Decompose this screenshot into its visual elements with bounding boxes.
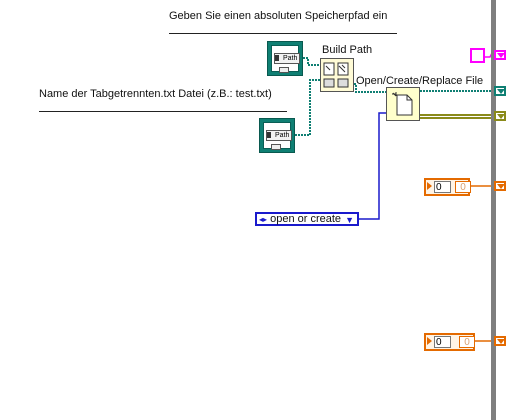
dateiname-rule (39, 111, 287, 112)
chevron-down-icon (497, 53, 505, 58)
open-mode-enum[interactable]: ◂▸ open or create ▼ (255, 212, 359, 226)
numeric-value[interactable]: 0 (434, 336, 451, 348)
speicherpfad-label: Geben Sie einen absoluten Speicherpfad e… (169, 10, 388, 22)
build-path-label: Build Path (322, 44, 373, 56)
tunnel-numeric-2[interactable] (494, 336, 506, 346)
path-control-1[interactable]: Path (267, 41, 303, 76)
enum-increment-icon[interactable]: ◂▸ (259, 215, 268, 224)
tunnel-refnum[interactable] (494, 111, 506, 121)
numeric-value[interactable]: 0 (434, 181, 451, 193)
document-icon (275, 55, 279, 61)
increment-arrow-icon[interactable] (427, 182, 432, 190)
document-icon (267, 132, 271, 138)
numeric-control-2[interactable]: 0 0 (424, 333, 475, 351)
wire-path2-to-buildpath (295, 79, 320, 136)
numeric-control-1[interactable]: 0 0 (424, 178, 471, 196)
chevron-down-icon (497, 184, 505, 189)
file-icon (392, 92, 413, 116)
path-control-2[interactable]: Path (259, 118, 295, 153)
path-wires (295, 57, 493, 136)
refnum-wire (420, 114, 493, 119)
wire-enum-to-open (359, 112, 386, 220)
wire-buildpath-to-open (354, 83, 386, 93)
enum-value: open or create (270, 213, 342, 225)
path-subfield (271, 144, 281, 150)
increment-arrow-icon[interactable] (427, 337, 432, 345)
build-path-icon (323, 62, 349, 88)
error-in-terminal[interactable] (470, 48, 485, 63)
dateiname-label: Name der Tabgetrennten.txt Datei (z.B.: … (39, 88, 272, 100)
tunnel-error[interactable] (494, 50, 506, 60)
tunnel-path[interactable] (494, 86, 506, 96)
tunnel-numeric-1[interactable] (494, 181, 506, 191)
open-file-label: Open/Create/Replace File (356, 75, 484, 87)
wire-path1-to-buildpath (303, 57, 320, 66)
chevron-down-icon (497, 114, 505, 119)
path-glyph: Path (274, 53, 300, 64)
path-glyph: Path (266, 130, 292, 141)
chevron-down-icon (497, 89, 505, 94)
structure-border (491, 0, 496, 420)
build-path-node[interactable] (320, 58, 354, 92)
numeric-indicator: 0 (455, 181, 471, 193)
speicherpfad-rule (169, 33, 397, 34)
path-subfield (279, 67, 289, 73)
chevron-down-icon (497, 339, 505, 344)
numeric-indicator: 0 (459, 336, 475, 348)
chevron-down-icon[interactable]: ▼ (345, 215, 354, 225)
open-create-replace-file-node[interactable] (386, 87, 420, 121)
